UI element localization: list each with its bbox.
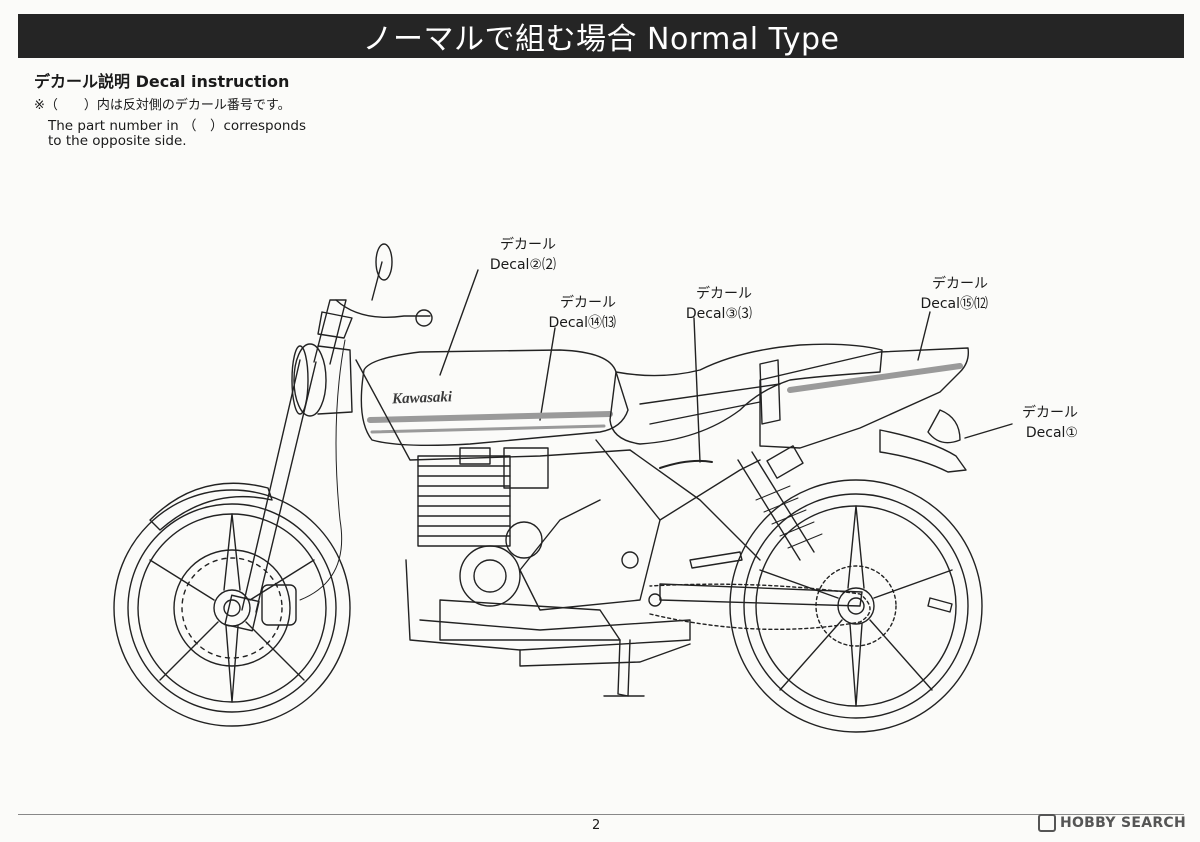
note-english-line1: The part number in （ ）corresponds [48, 118, 307, 134]
page-number: 2 [592, 818, 601, 833]
callout-jp: デカール [500, 237, 556, 253]
bottom-divider [18, 814, 1184, 815]
brake-line [299, 339, 346, 601]
footpeg [689, 551, 743, 569]
rear-footpeg [927, 597, 953, 613]
handlebar [317, 243, 433, 339]
tank-logo: Kawasaki [391, 389, 453, 407]
decal-callout-3: デカール Decal③⑶ [636, 284, 752, 324]
front-brake-disc [173, 549, 297, 667]
rear-wheel [729, 479, 983, 733]
header-bar: ノーマルで組む場合 Normal Type [18, 14, 1184, 58]
leader-line-decal-15 [917, 311, 931, 361]
callout-en: Decal③⑶ [685, 306, 752, 322]
decal-callout-1: デカール Decal① [984, 403, 1078, 443]
callout-en: Decal① [1025, 425, 1078, 441]
leader-line-decal-1 [964, 423, 1013, 439]
rear-shock [737, 445, 823, 561]
note-english-line2: to the opposite side. [48, 133, 187, 149]
decal-callout-2: デカール Decal②⑵ [440, 235, 556, 275]
leader-line-decal-14 [539, 327, 556, 421]
seat [609, 343, 883, 445]
engine [417, 447, 621, 641]
tail-light [927, 409, 961, 444]
leader-line-decal-3 [693, 317, 701, 463]
frame [355, 359, 761, 611]
callout-en: Decal⑮⑿ [920, 296, 988, 312]
page-title: ノーマルで組む場合 Normal Type [362, 22, 840, 57]
side-emblem [659, 459, 713, 469]
tail-cowl [759, 347, 970, 449]
fuel-tank [360, 349, 629, 447]
headlight [291, 343, 353, 417]
decal-callout-15: デカール Decal⑮⑿ [870, 274, 988, 314]
callout-en: Decal②⑵ [489, 257, 556, 273]
callout-jp: デカール [696, 286, 752, 302]
leader-line-decal-2 [439, 269, 479, 376]
side-stand [603, 639, 645, 697]
exhaust-pipe [405, 559, 691, 667]
callout-en: Decal⑭⒀ [548, 315, 616, 331]
watermark-text: HOBBY SEARCH [1059, 815, 1186, 831]
callout-jp: デカール [932, 276, 988, 292]
callout-jp: デカール [560, 295, 616, 311]
watermark: HOBBY SEARCH [1037, 814, 1186, 832]
section-title: デカール説明 Decal instruction [34, 72, 290, 91]
callout-jp: デカール [1022, 405, 1078, 421]
rear-fender [879, 429, 967, 473]
swingarm [649, 583, 871, 631]
front-fender [149, 482, 273, 531]
decal-callout-14: デカール Decal⑭⒀ [498, 293, 616, 333]
front-wheel [113, 489, 351, 727]
watermark-logo-icon [1037, 814, 1056, 832]
note-japanese: ※（ ）内は反対側のデカール番号です。 [34, 98, 291, 113]
